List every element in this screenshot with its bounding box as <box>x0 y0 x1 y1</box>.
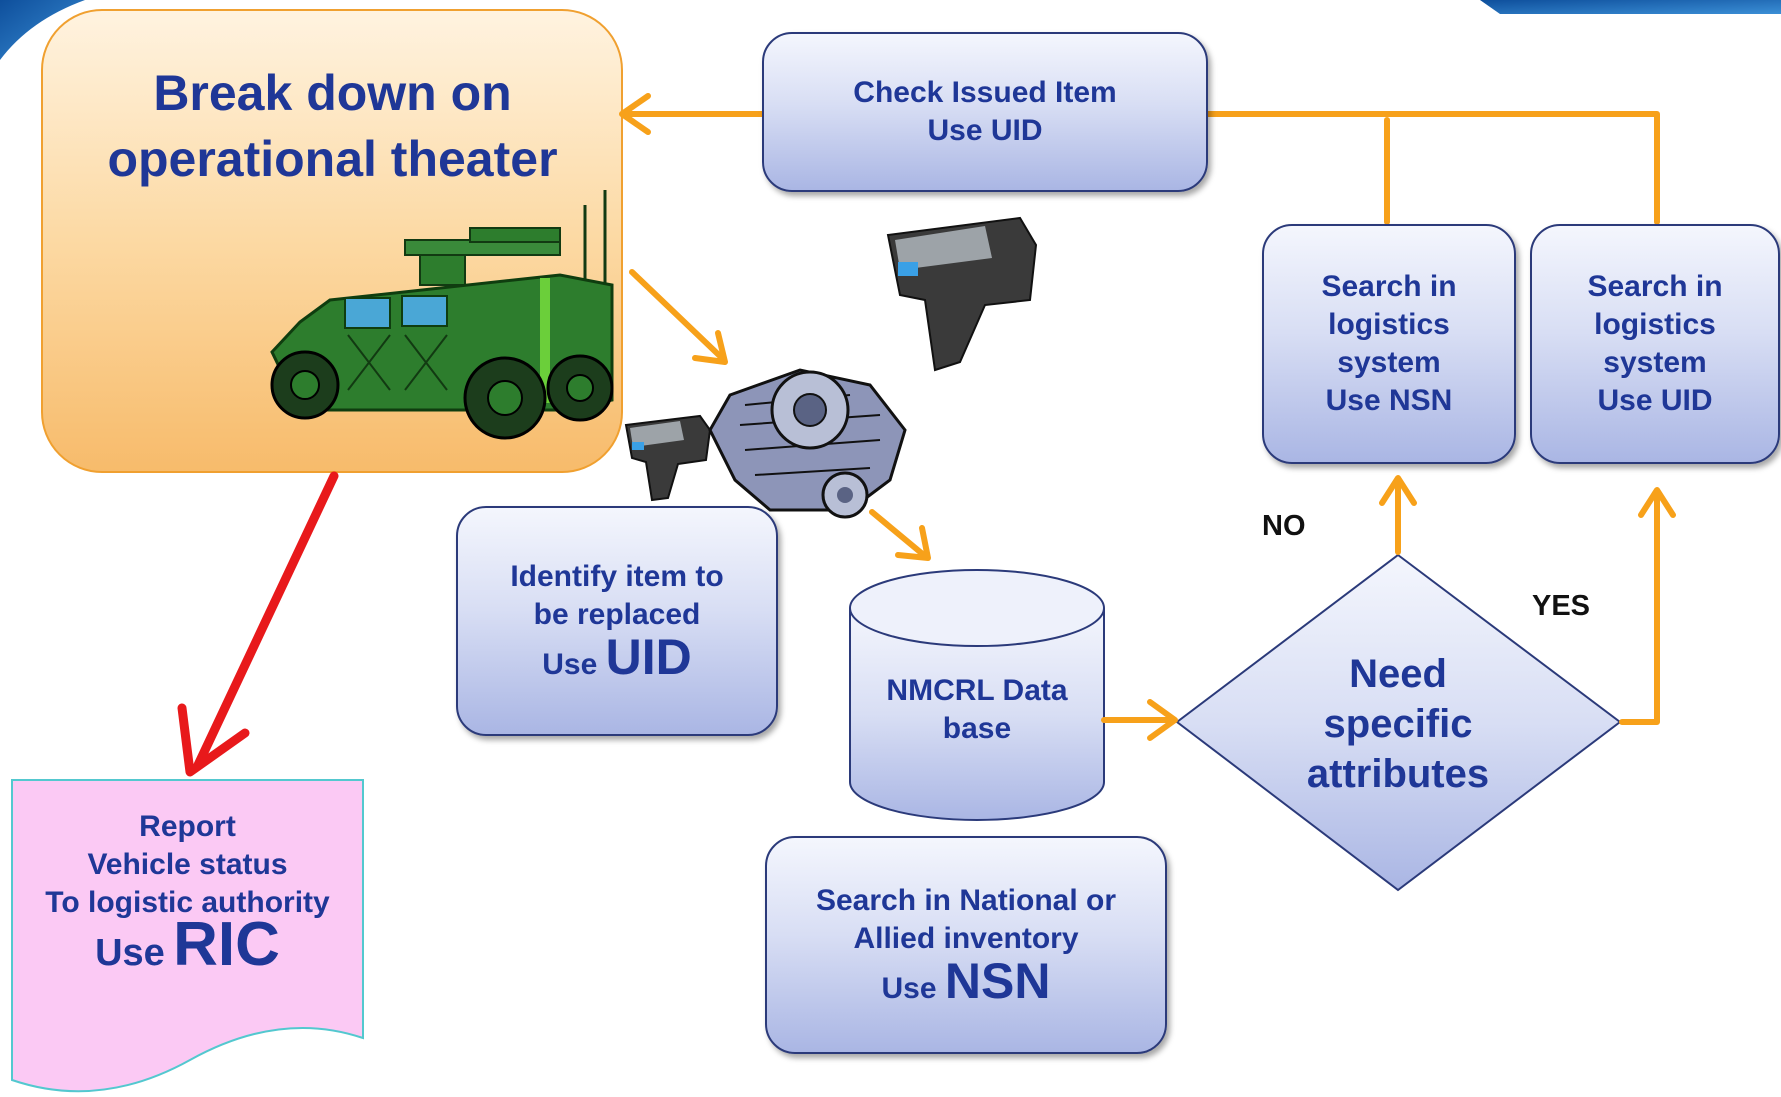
check-issued-line2: Use UID <box>927 114 1043 147</box>
decision-diamond <box>1175 553 1622 892</box>
report-line1: Report <box>139 810 236 843</box>
decision-line1: Need <box>1349 652 1447 696</box>
search-nsn-line3: system <box>1337 346 1441 379</box>
search-uid-line1: Search in <box>1587 270 1723 303</box>
arrowhead-yes <box>1638 487 1676 518</box>
arrowhead-breakdown-to-engine <box>692 330 728 365</box>
report-use-word: Use <box>95 932 165 974</box>
engine-part-illustration <box>708 368 907 519</box>
national-use-word: Use <box>881 972 937 1005</box>
decision-line3: attributes <box>1306 752 1490 796</box>
arrowhead-database-to-diamond <box>1147 699 1178 741</box>
database-label: NMCRL Data base <box>850 670 1104 750</box>
report-document-shape <box>11 779 364 1093</box>
check-issued-line1: Check Issued Item <box>853 76 1117 109</box>
arrowhead-breakdown-to-report <box>177 703 250 777</box>
handheld-scanner-icon-small <box>624 414 712 502</box>
national-line2: Allied inventory <box>853 922 1079 955</box>
national-use-line: Use NSN <box>881 956 1051 1008</box>
decision-line2: specific <box>1323 702 1473 746</box>
no-label: NO <box>1262 510 1306 542</box>
corner-decoration-left <box>0 0 85 60</box>
corner-decoration-right <box>1480 0 1781 14</box>
identify-line1: Identify item to <box>510 560 724 593</box>
identify-use-line: Use UID <box>542 632 692 684</box>
humvee-vehicle-illustration <box>270 190 614 440</box>
identify-use-word: Use <box>542 648 598 681</box>
breakdown-line1: Break down on <box>153 65 512 121</box>
identify-code: UID <box>605 629 692 685</box>
search-nsn-line1: Search in <box>1321 270 1457 303</box>
arrow-breakdown-to-engine <box>629 269 725 361</box>
search-nsn-line2: logistics <box>1328 308 1450 341</box>
identify-item-box[interactable]: Identify item to be replaced Use UID <box>456 506 778 736</box>
report-code: RIC <box>173 910 280 979</box>
arrowhead-no <box>1379 475 1417 506</box>
arrow-breakdown-to-report <box>193 471 339 770</box>
search-uid-line3: system <box>1603 346 1707 379</box>
national-line1: Search in National or <box>815 884 1117 917</box>
check-issued-item-box[interactable]: Check Issued Item Use UID <box>762 32 1208 192</box>
search-uid-line2: logistics <box>1594 308 1716 341</box>
database-line2: base <box>942 712 1012 745</box>
breakdown-line2: operational theater <box>107 131 558 187</box>
report-line3: To logistic authority <box>45 886 330 919</box>
decision-label: Need specific attributes <box>1250 650 1546 798</box>
national-code: NSN <box>944 953 1051 1009</box>
report-label: Report Vehicle status To logistic author… <box>12 808 363 1008</box>
yes-label: YES <box>1532 590 1591 622</box>
search-national-inventory-box[interactable]: Search in National or Allied inventory U… <box>765 836 1167 1054</box>
search-nsn-line4: Use NSN <box>1325 384 1453 417</box>
identify-line2: be replaced <box>533 598 701 631</box>
connector-uid-to-check <box>1205 111 1660 225</box>
arrowhead-engine-to-database <box>895 525 931 561</box>
report-use-line: Use RIC <box>95 914 280 976</box>
search-logistics-nsn-box[interactable]: Search in logistics system Use NSN <box>1262 224 1516 464</box>
search-uid-line4: Use UID <box>1597 384 1713 417</box>
search-logistics-uid-box[interactable]: Search in logistics system Use UID <box>1530 224 1780 464</box>
arrowhead-check-to-breakdown <box>619 93 651 135</box>
arrow-engine-to-database <box>869 509 928 559</box>
report-line2: Vehicle status <box>87 848 288 881</box>
database-cylinder <box>849 569 1105 821</box>
breakdown-title: Break down on operational theater <box>60 60 605 200</box>
arrow-yes-to-search-uid <box>1619 490 1660 725</box>
handheld-scanner-icon-large <box>886 216 1038 372</box>
database-line1: NMCRL Data <box>886 674 1068 707</box>
